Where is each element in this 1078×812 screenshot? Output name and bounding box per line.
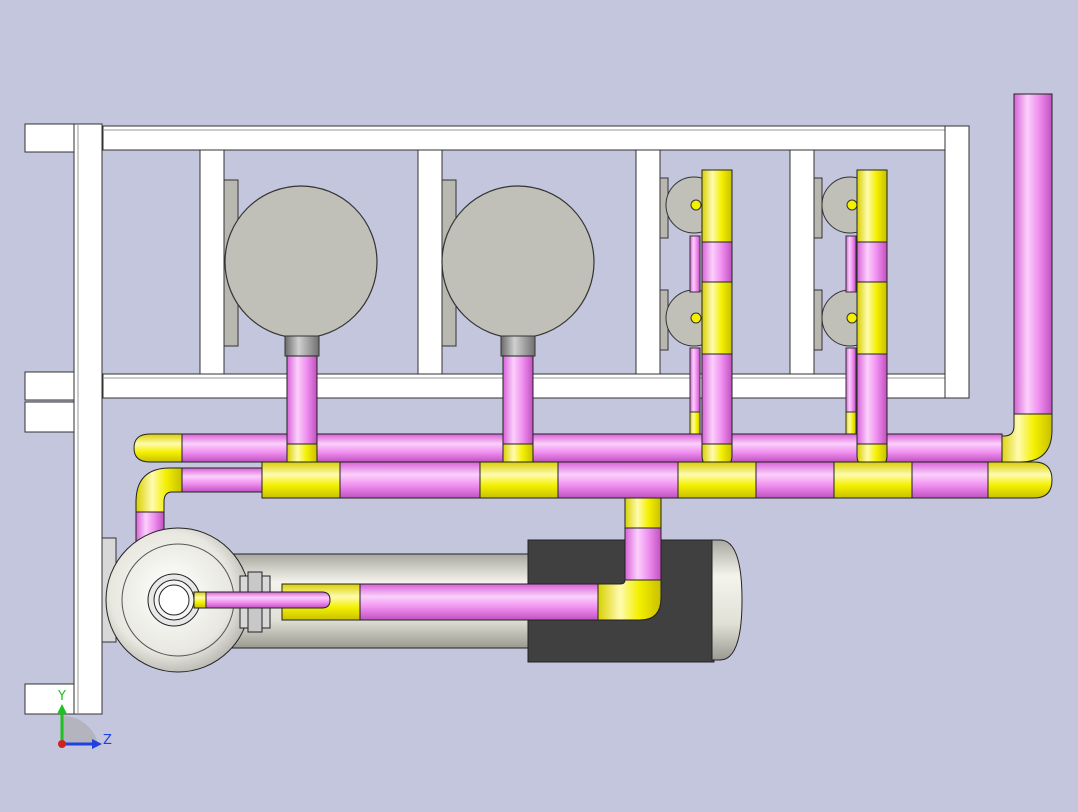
frame-stub-mid2 [24,401,75,433]
y-axis-label: Y [57,689,66,704]
large-pump-1 [223,179,378,357]
axis-triad: Y Z [57,689,112,749]
frame-stub-mid1 [24,371,75,401]
volute-inlet [105,527,331,673]
z-axis-label: Z [103,733,112,748]
frame-stub-bottom [24,683,75,715]
tank-drop-pipe [597,497,662,621]
right-riser-pipe [999,93,1053,463]
support-post-2 [417,149,443,375]
support-post-3 [635,149,661,375]
frame-stub-top [24,123,75,153]
support-post-4 [789,149,815,375]
lower-header-pipe [135,461,1053,543]
steel-frame [24,123,970,715]
riser-1 [701,169,733,469]
frame-right-post [944,125,970,399]
support-post-1 [199,149,225,375]
x-axis-dot [58,740,66,748]
large-pump-2 [441,179,595,357]
riser-2 [856,169,888,469]
